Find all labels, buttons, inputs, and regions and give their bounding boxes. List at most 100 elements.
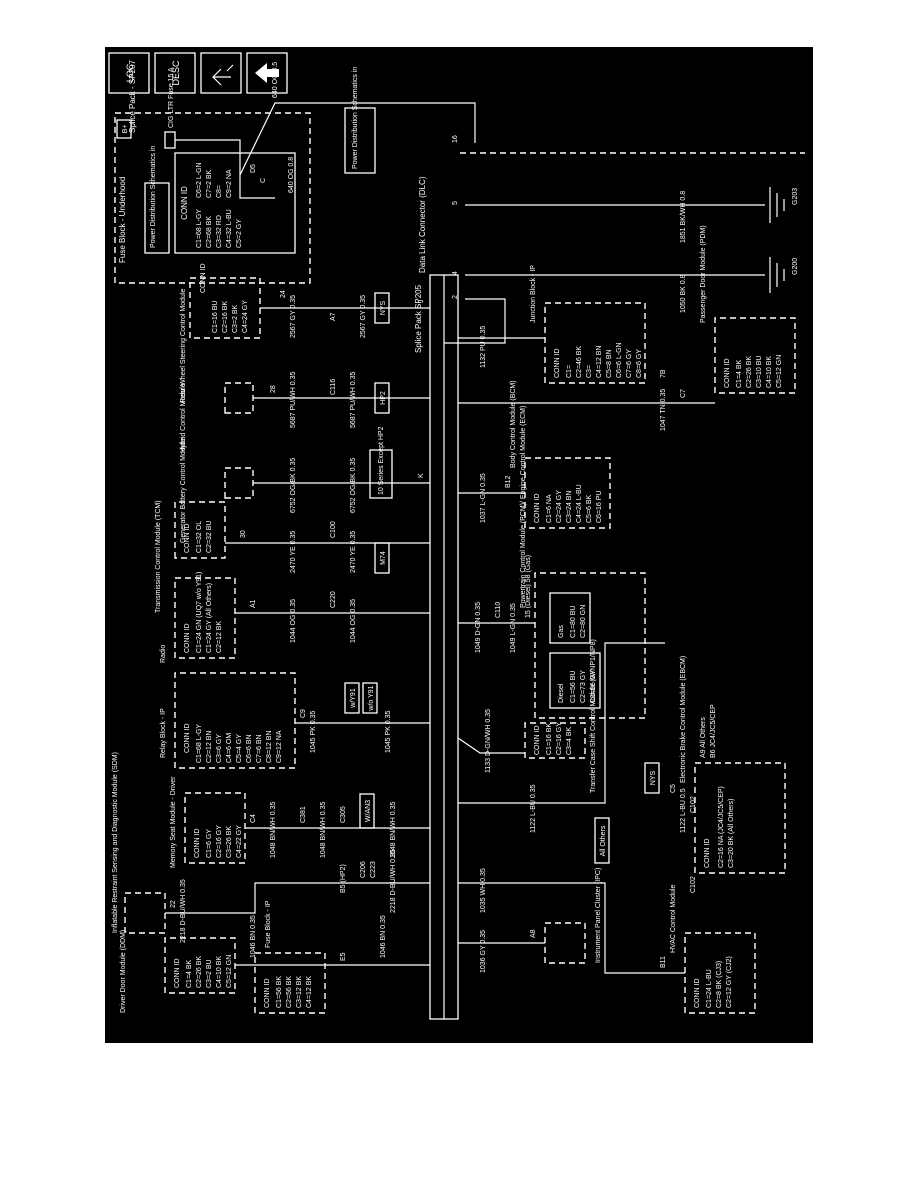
transfer-label: Transfer Case Shift Control Module (W/NP… bbox=[590, 639, 597, 793]
fuse-ip-label: Fuse Block - IP bbox=[265, 900, 272, 948]
fuse-conn-6: C7=2 BK bbox=[206, 169, 213, 198]
generator-module bbox=[224, 467, 254, 499]
conn-c4-memory: C4 bbox=[250, 814, 257, 823]
splice-pack-mid: Splice Pack SP205 bbox=[414, 284, 423, 353]
radio-c2: C2=12 BK bbox=[216, 621, 223, 653]
wire-1049b: 1049 L-GN 0.35 bbox=[510, 603, 517, 653]
dlc-pin-4: 4 bbox=[452, 271, 459, 275]
bcm-c3: C4=24 L-BU bbox=[576, 484, 583, 523]
dlc-pin-2: 2 bbox=[452, 295, 459, 299]
conn-c206: C206 bbox=[360, 861, 367, 878]
up-arrow-icon[interactable] bbox=[246, 52, 288, 94]
wire-640a: 640 OG 0.5 bbox=[272, 62, 279, 98]
wire-1035-label: 1035 WH 0.35 bbox=[480, 868, 487, 913]
memory-seat-c2: C3=26 BK bbox=[226, 826, 233, 858]
wiring-svg: LOC DESC Fuse Block - Underhood B+ CIG L… bbox=[108, 52, 805, 1020]
ddm-label: Driver Door Module (DDM) bbox=[120, 930, 127, 1013]
pcm-diesel-c0: C1=56 BU bbox=[570, 671, 577, 704]
conn-c110: C110 bbox=[495, 602, 502, 618]
memory-seat-c0: C1=6 GY bbox=[206, 829, 213, 858]
relay-c6: C7=6 BN bbox=[256, 734, 263, 763]
fuse-block-label: Fuse Block - Underhood bbox=[118, 177, 127, 263]
repair-icon[interactable] bbox=[200, 52, 242, 94]
junction-conn-title: CONN ID bbox=[554, 348, 561, 378]
desc-icon-label: DESC bbox=[171, 60, 181, 86]
bcm-c4: C5=6 BK bbox=[586, 494, 593, 523]
conn-c102f: C102 bbox=[690, 876, 697, 893]
hvac-c1: C2=8 BK (CJ3) bbox=[716, 961, 723, 1008]
ddm-c2: C3=2 BU bbox=[206, 959, 213, 988]
conn-b12: B12 bbox=[505, 475, 512, 488]
rear-wheel-label: Rear Wheel Steering Control Module bbox=[180, 289, 187, 403]
bcm-c2: C3=24 BN bbox=[566, 491, 573, 524]
conn-c100: C100 bbox=[330, 521, 337, 538]
rear-wheel-c2: C3=2 BK bbox=[232, 304, 239, 333]
pcm-gas-c1: C2=80 GN bbox=[580, 605, 587, 638]
conn-c305: C305 bbox=[340, 806, 347, 823]
memory-seat-c3: C4=22 GY bbox=[236, 825, 243, 858]
rear-wheel-c0: C1=16 BU bbox=[212, 301, 219, 334]
power-dist-box-2 bbox=[344, 107, 376, 174]
ebcm-label: Electronic Brake Control Module (EBCM) bbox=[680, 656, 687, 783]
wire-2567a: 2567 GY 0.35 bbox=[290, 295, 297, 338]
bcm-label: Body Control Module (BCM) bbox=[510, 380, 517, 468]
generator-label: Generator Battery Control Module bbox=[180, 438, 187, 543]
tcm-c0: C1=32 OL bbox=[196, 521, 203, 553]
pcm-diesel-c2: C3=56 GY bbox=[590, 670, 597, 703]
hvac-c0: C1=24 L-BU bbox=[706, 969, 713, 1008]
pdm-c4: C5=12 GN bbox=[776, 355, 783, 388]
conn-k: K bbox=[418, 473, 425, 478]
power-dist-text-1: Power Distribution Schematics in bbox=[150, 146, 157, 248]
conn-c223: C223 bbox=[370, 861, 377, 878]
sdm-label: Inflatable Restraint Sensing and Diagnos… bbox=[112, 752, 119, 933]
pcm-module bbox=[534, 572, 646, 719]
fuse-ip-c3: C4=12 BK bbox=[306, 976, 313, 1008]
desc-icon[interactable] bbox=[154, 52, 196, 94]
fuse-conn-5: C6=2 L-GN bbox=[196, 162, 203, 198]
conn-c381: C381 bbox=[300, 806, 307, 823]
pdm-module bbox=[714, 317, 796, 394]
junction-c6: C7=6 GY bbox=[626, 349, 633, 378]
wire-2470a: 2470 YE 0.35 bbox=[290, 531, 297, 573]
b-plus-box bbox=[116, 119, 132, 139]
junction-c0: C1= bbox=[566, 365, 573, 378]
relay-conn-title: CONN ID bbox=[184, 723, 191, 753]
wire-640-pd bbox=[239, 175, 275, 199]
tag-all-others-label: All Others bbox=[600, 825, 607, 856]
conn-c7: C7 bbox=[680, 389, 687, 398]
wire-1048b: 1048 BN/WH 0.35 bbox=[320, 801, 327, 858]
tcm-conn-title: CONN ID bbox=[184, 523, 191, 553]
pin-30: 30 bbox=[240, 530, 247, 538]
conn-a9: A9 All Others bbox=[700, 717, 707, 758]
tcm-label: Transmission Control Module (TCM) bbox=[155, 500, 162, 613]
wiring-diagram: LOC DESC Fuse Block - Underhood B+ CIG L… bbox=[105, 47, 813, 1043]
wire-1133 bbox=[457, 737, 525, 754]
wire-fuse-d5 bbox=[175, 139, 241, 175]
wiring-diagram-rotated: LOC DESC Fuse Block - Underhood B+ CIG L… bbox=[105, 47, 813, 1043]
memory-seat-conn-title: CONN ID bbox=[194, 828, 201, 858]
conn-a7: A7 bbox=[330, 312, 337, 321]
conn-c220: C220 bbox=[330, 591, 337, 608]
tag-10series-label: 10 Series Except HP2 bbox=[378, 426, 385, 495]
up-arrow-glyph bbox=[255, 63, 279, 83]
rear-wheel-conn-title: CONN ID bbox=[200, 263, 207, 293]
conn-c-fuse: C bbox=[260, 178, 267, 183]
tag-m74 bbox=[374, 542, 390, 574]
loc-icon[interactable] bbox=[108, 52, 150, 94]
memory-seat-label: Memory Seat Module - Driver bbox=[170, 776, 177, 868]
conn-e5: E5 bbox=[340, 952, 347, 961]
wire-1035 bbox=[458, 882, 685, 974]
tag-m74-label: M74 bbox=[380, 551, 387, 565]
rear-wheel-c3: C4=24 GY bbox=[242, 300, 249, 333]
pin-22-sdm: 22 bbox=[170, 900, 177, 908]
wire-1049a: 1049 D-GN 0.35 bbox=[475, 602, 482, 653]
radio-c0: C1=24 GN (UQ7 w/o Y91) bbox=[196, 572, 203, 653]
junction-c5: C6=6 L-GN bbox=[616, 342, 623, 378]
wire-2218b: 2218 D-BU/WH 0.35 bbox=[390, 849, 397, 913]
ground-g203-label: G203 bbox=[792, 188, 799, 205]
pdm-c3: C4=10 BK bbox=[766, 356, 773, 388]
junction-c2: C3= bbox=[586, 365, 593, 378]
fuse-conn-3: C4=32 L-BU bbox=[226, 209, 233, 248]
relay-c2: C3=6 GY bbox=[216, 734, 223, 763]
tag-nys2-label: NYS bbox=[650, 770, 657, 785]
